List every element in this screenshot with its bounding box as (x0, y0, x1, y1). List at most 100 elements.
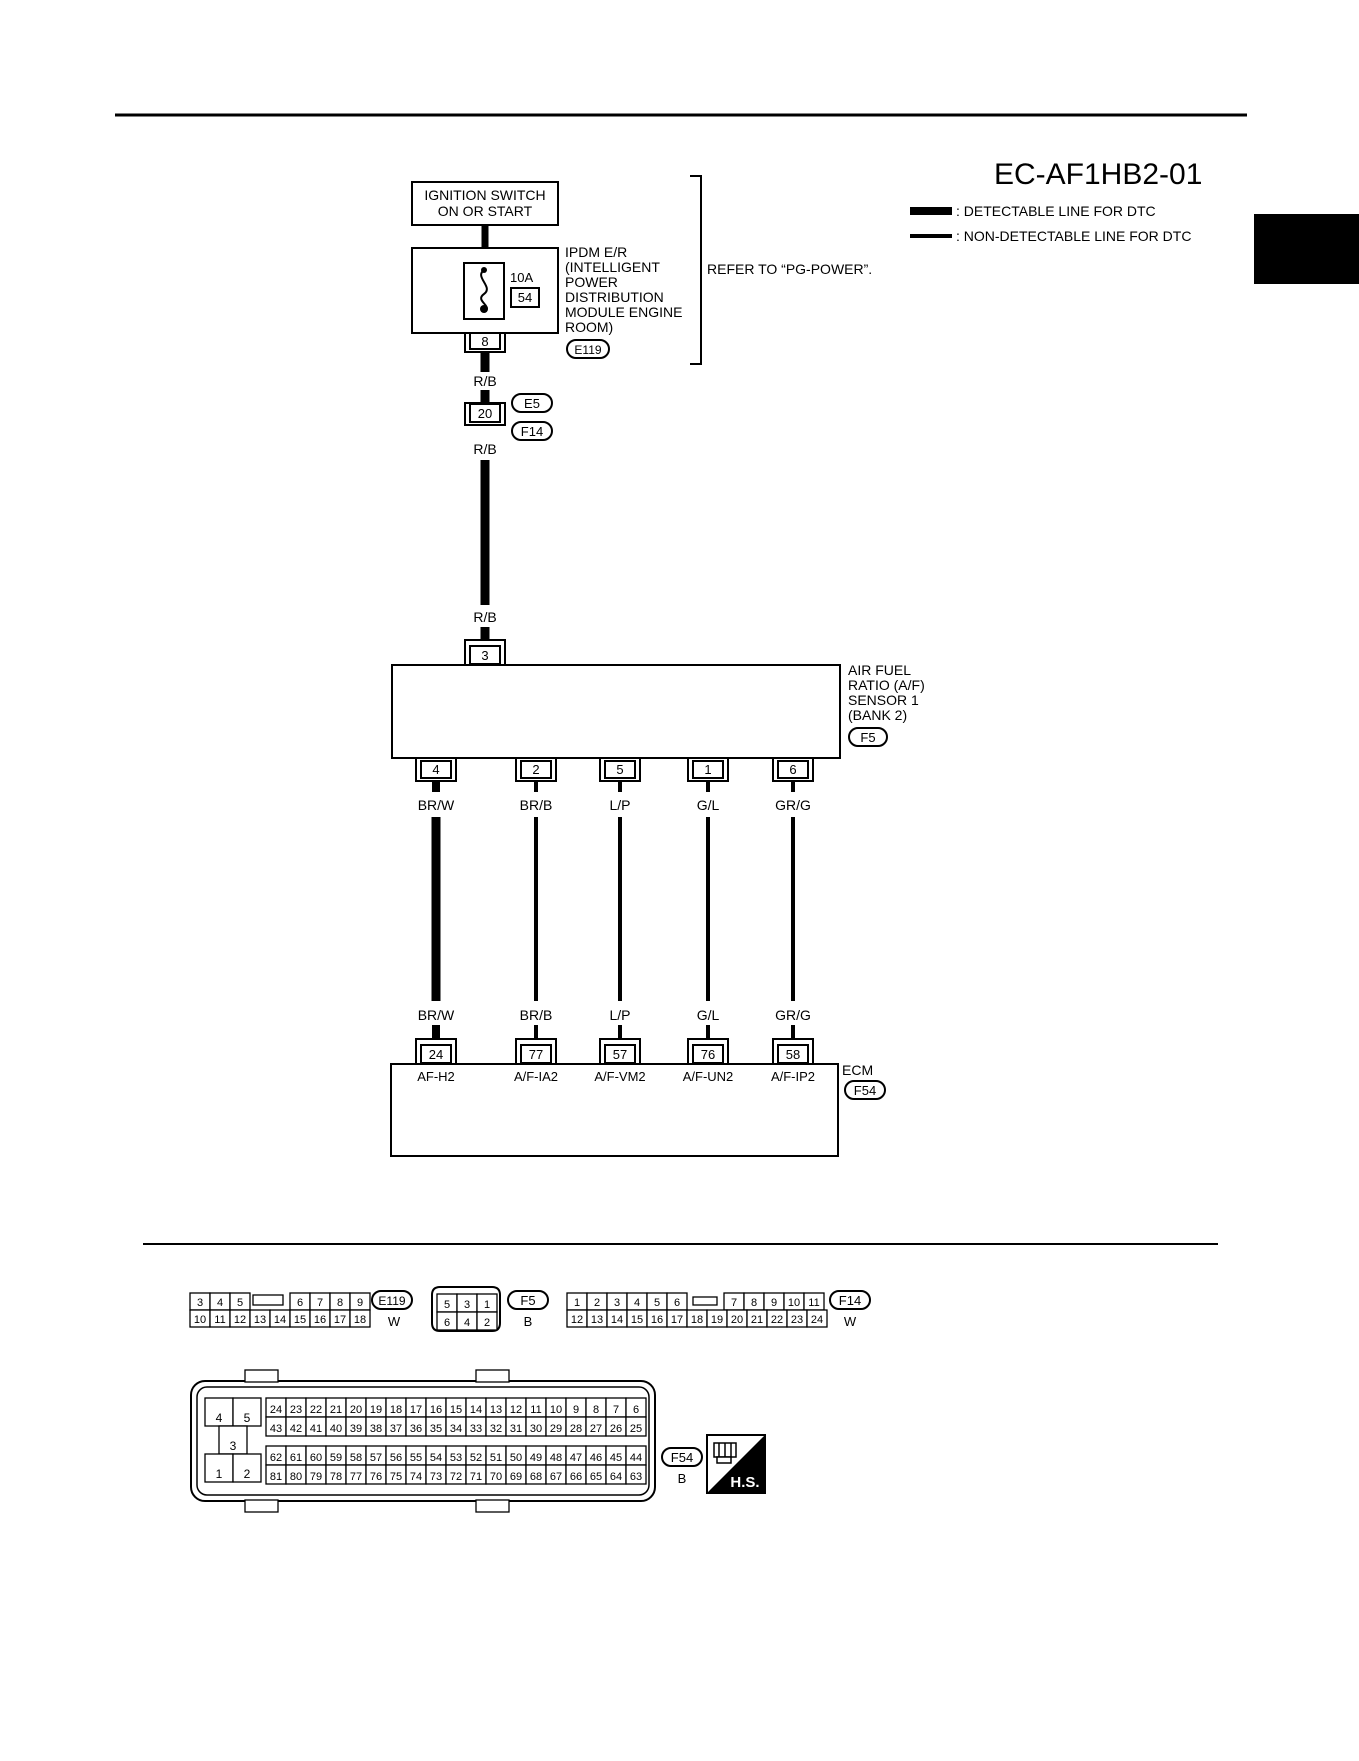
wire-color-label-bottom: BR/B (520, 1007, 553, 1023)
ecm-connector: F54 (854, 1083, 876, 1098)
terminal-number: 43 (270, 1423, 282, 1435)
terminal-cell (625, 1464, 647, 1485)
ipdm-label-1: IPDM E/R (565, 244, 627, 260)
joint-terminal-box (469, 403, 501, 423)
terminal-number: 4 (464, 1317, 470, 1329)
terminal-number: 69 (510, 1471, 522, 1483)
joint-connector-f14-badge (511, 421, 553, 441)
terminal-number: 24 (270, 1404, 282, 1416)
terminal-number: 80 (290, 1471, 302, 1483)
refer-text: REFER TO “PG-POWER”. (707, 261, 872, 277)
af-sensor-box (391, 664, 841, 759)
af-sensor-label-3: SENSOR 1 (848, 692, 919, 708)
terminal-number: 35 (430, 1423, 442, 1435)
terminal-number: 10 (788, 1297, 800, 1309)
legend-detectable-label: : DETECTABLE LINE FOR DTC (956, 203, 1156, 219)
terminal-number: 57 (370, 1452, 382, 1464)
terminal-number: 52 (470, 1452, 482, 1464)
wire-color-label-bottom: GR/G (775, 1007, 811, 1023)
terminal-number: 32 (490, 1423, 502, 1435)
terminal-number: 28 (570, 1423, 582, 1435)
ipdm-connector-badge (566, 339, 610, 359)
joint-bracket-bottom (464, 414, 506, 426)
fuse-number: 54 (518, 290, 532, 305)
terminal-number: 17 (334, 1314, 346, 1326)
ecm-signal-name: A/F-IA2 (514, 1069, 558, 1084)
terminal-number: 6 (444, 1317, 450, 1329)
terminal-number: 44 (630, 1452, 642, 1464)
terminal-number: 40 (330, 1423, 342, 1435)
ecm-terminal-box (777, 1044, 809, 1064)
terminal-number: 8 (337, 1297, 343, 1309)
sensor-terminal-number: 1 (704, 762, 711, 777)
joint-connector-f14: F14 (521, 424, 543, 439)
wire-col-5: 6 GR/G GR/G 58 A/F-IP2 (771, 758, 815, 1084)
terminal-number: 71 (470, 1471, 482, 1483)
terminal-number: 11 (214, 1314, 225, 1326)
ecm-terminal-box (604, 1044, 636, 1064)
terminal-number: 7 (317, 1297, 323, 1309)
fuse-amp: 10A (510, 270, 533, 285)
terminal-number: 1 (216, 1467, 223, 1481)
connector-e119-color: W (388, 1314, 401, 1329)
ecm-terminal-box (520, 1044, 552, 1064)
terminal-number: 22 (771, 1314, 783, 1326)
terminal-number: 72 (450, 1471, 462, 1483)
sensor-top-bracket (464, 639, 506, 664)
terminal-number: 13 (591, 1314, 603, 1326)
wire-col-1: 4 BR/W BR/W 24 AF-H2 (415, 758, 457, 1084)
terminal-number: 18 (390, 1404, 402, 1416)
terminal-number: 17 (410, 1404, 422, 1416)
terminal-number: 55 (410, 1452, 422, 1464)
terminal-number: 16 (314, 1314, 326, 1326)
legend-non-detectable-label: : NON-DETECTABLE LINE FOR DTC (956, 228, 1191, 244)
ecm-connector-badge (844, 1080, 886, 1100)
terminal-number: 47 (570, 1452, 582, 1464)
terminal-number: 36 (410, 1423, 422, 1435)
terminal-number: 3 (230, 1439, 237, 1453)
terminal-number: 78 (330, 1471, 342, 1483)
terminal-number: 16 (651, 1314, 663, 1326)
joint-connector-e5-badge (511, 393, 553, 413)
ipdm-terminal-box (469, 332, 501, 350)
terminal-number: 2 (244, 1467, 251, 1481)
ecm-terminal-box (692, 1044, 724, 1064)
terminal-number: 9 (573, 1404, 579, 1416)
ecm-terminal-number: 58 (786, 1047, 800, 1062)
terminal-cell (625, 1416, 647, 1437)
terminal-number: 53 (450, 1452, 462, 1464)
terminal-number: 37 (390, 1423, 402, 1435)
terminal-number: 60 (310, 1452, 322, 1464)
terminal-cell (204, 1453, 234, 1483)
terminal-number: 14 (470, 1404, 482, 1416)
terminal-number: 46 (590, 1452, 602, 1464)
connector-f54-color: B (678, 1471, 687, 1486)
wire-rb-label-2: R/B (473, 441, 496, 457)
connector-f14-name: F14 (839, 1293, 861, 1308)
ecm-signal-name: A/F-VM2 (594, 1069, 645, 1084)
refer-bracket (690, 175, 702, 365)
sensor-terminal-number: 5 (616, 762, 623, 777)
af-sensor-label-1: AIR FUEL (848, 662, 911, 678)
sensor-terminal-box (777, 760, 809, 779)
wire-color-label-bottom: L/P (609, 1007, 630, 1023)
terminal-number: 62 (270, 1452, 282, 1464)
fuse-bottom-dot (480, 305, 488, 313)
terminal-number: 74 (410, 1471, 422, 1483)
connector-e119-badge (371, 1290, 413, 1310)
ecm-terminal-number: 77 (529, 1047, 543, 1062)
terminal-number: 9 (357, 1297, 363, 1309)
connector-f5-badge (507, 1290, 549, 1310)
terminal-number: 2 (484, 1317, 490, 1329)
terminal-cell (806, 1309, 828, 1328)
terminal-number: 68 (530, 1471, 542, 1483)
af-sensor-label-4: (BANK 2) (848, 707, 907, 723)
terminal-number: 42 (290, 1423, 302, 1435)
terminal-cell (232, 1453, 262, 1483)
hs-badge-text: H.S. (730, 1474, 759, 1491)
terminal-number: 64 (610, 1471, 622, 1483)
terminal-number: 6 (674, 1297, 680, 1309)
wire-rb-label-1: R/B (473, 373, 496, 389)
af-sensor-connector-badge (848, 727, 888, 747)
